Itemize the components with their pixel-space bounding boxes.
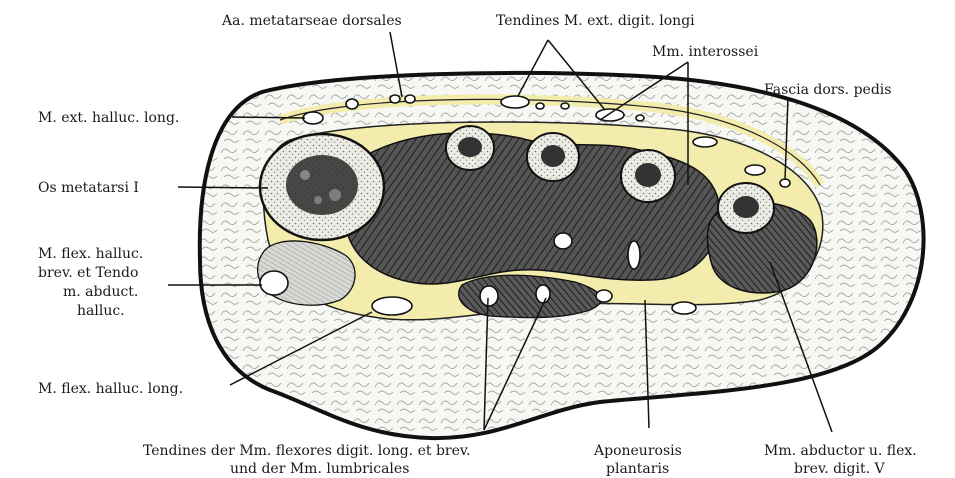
label-os-metatarsi: Os metatarsi I [38, 180, 139, 196]
os-metatarsi-3 [527, 133, 579, 181]
label-m-flex-long: M. flex. halluc. long. [38, 381, 183, 397]
label-mm-abductor-1: Mm. abductor u. flex. [764, 443, 917, 459]
os-metatarsi-2 [446, 126, 494, 170]
label-aponeurosis-2: plantaris [606, 461, 669, 477]
label-m-ext-halluc: M. ext. halluc. long. [38, 110, 179, 126]
os-metatarsi-1 [260, 134, 384, 240]
label-aponeurosis-1: Aponeurosis [593, 443, 682, 459]
label-m-flex-brev-3: m. abduct. [63, 284, 138, 300]
os-metatarsi-5 [718, 183, 774, 233]
label-tendines-flex-1: Tendines der Mm. flexores digit. long. e… [143, 443, 471, 459]
label-m-flex-brev-2: brev. et Tendo [38, 265, 138, 281]
label-mm-interossei: Mm. interossei [652, 44, 759, 60]
label-aa-metatarseae: Aa. metatarseae dorsales [221, 13, 402, 29]
label-mm-abductor-2: brev. digit. V [794, 461, 885, 477]
label-tendines-ext: Tendines M. ext. digit. longi [496, 13, 695, 29]
os-metatarsi-4 [621, 150, 675, 202]
label-fascia-dors: Fascia dors. pedis [764, 82, 891, 98]
label-m-flex-brev-4: halluc. [77, 303, 125, 319]
label-tendines-flex-2: und der Mm. lumbricales [230, 461, 409, 477]
label-m-flex-brev-1: M. flex. halluc. [38, 246, 143, 262]
